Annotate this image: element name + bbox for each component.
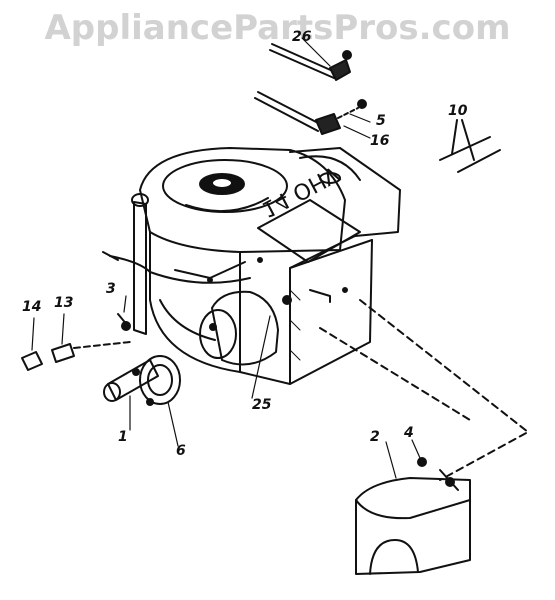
part-16-cable-clip [254,91,367,135]
callout-3: 3 [106,281,116,297]
callout-1: 1 [118,429,128,445]
callout-14: 14 [22,299,42,315]
callout-26: 26 [292,29,312,45]
callout-25: 25 [252,397,272,413]
callout-16: 16 [370,133,390,149]
leader-2 [359,299,529,481]
callout-13: 13 [54,295,74,311]
part-3-bolt [117,313,131,331]
callout-6: 6 [176,443,186,459]
callout-2: 2 [370,429,380,445]
part-14-nut [21,351,43,371]
leader-4 [319,327,471,421]
part-6-seal [132,355,181,406]
part-1-shaft [103,359,159,402]
callout-4: 4 [404,425,414,441]
engine [102,147,401,385]
part-26-cable-clip [269,43,352,81]
part-2-guard [355,457,471,575]
part-10-lines [439,119,501,173]
leader-13 [73,341,131,349]
callout-5: 5 [376,113,386,129]
callout-10: 10 [448,103,468,119]
part-13-fitting [51,343,75,363]
